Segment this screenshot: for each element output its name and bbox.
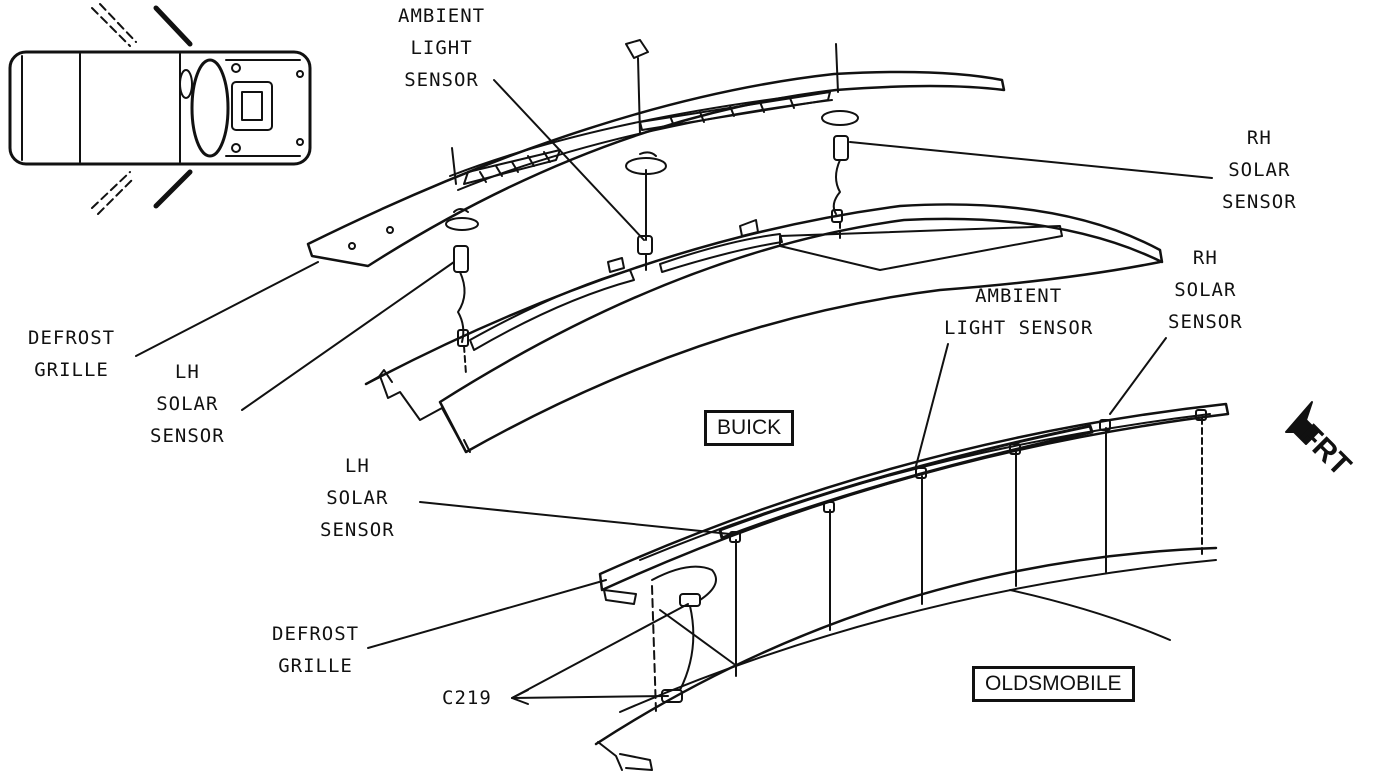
label-line: SOLAR	[326, 487, 389, 509]
label-line: DEFROST	[272, 623, 360, 645]
label-line: GRILLE	[278, 655, 353, 677]
label-line: RH	[1192, 247, 1218, 269]
buick-instrument-panel-icon	[364, 203, 1164, 454]
defrost-grille-label-bottom: DEFROST GRILLE	[272, 618, 359, 682]
lh-solar-sensor-label-top: LH SOLAR SENSOR	[150, 356, 225, 452]
defrost-grille-label-top: DEFROST GRILLE	[28, 322, 115, 386]
vehicle-locator-icon	[8, 3, 312, 215]
label-line: LIGHT	[410, 37, 473, 59]
oldsmobile-box: OLDSMOBILE	[972, 666, 1135, 702]
label-line: LH	[344, 455, 370, 477]
label-line: AMBIENT	[398, 5, 486, 27]
ambient-light-sensor-label-bottom: AMBIENT LIGHT SENSOR	[944, 280, 1093, 344]
label-line: SENSOR	[150, 425, 225, 447]
rh-solar-sensor-label-top: RH SOLAR SENSOR	[1222, 122, 1297, 218]
label-line: SENSOR	[404, 69, 479, 91]
connector-label: C219	[442, 682, 492, 714]
buick-sensor-hardware-icon	[445, 39, 859, 375]
front-arrow-icon	[1285, 401, 1319, 445]
label-line: SOLAR	[1228, 159, 1291, 181]
label-line: LH	[174, 361, 200, 383]
label-line: GRILLE	[34, 359, 109, 381]
lh-solar-sensor-label-bottom: LH SOLAR SENSOR	[320, 450, 395, 546]
label-line: C219	[442, 687, 492, 709]
leader-lines	[135, 79, 1213, 705]
rh-solar-sensor-label-bottom: RH SOLAR SENSOR	[1168, 242, 1243, 338]
label-line: LIGHT SENSOR	[944, 317, 1094, 339]
ambient-light-sensor-label-top: AMBIENT LIGHT SENSOR	[398, 0, 485, 96]
buick-defrost-grille-icon	[306, 70, 1006, 268]
label-line: SOLAR	[1174, 279, 1237, 301]
label-line: SENSOR	[1168, 311, 1243, 333]
label-line: RH	[1246, 127, 1272, 149]
label-line: SENSOR	[320, 519, 395, 541]
label-line: SOLAR	[156, 393, 219, 415]
label-line: DEFROST	[28, 327, 116, 349]
label-line: SENSOR	[1222, 191, 1297, 213]
oldsmobile-panel-icon	[594, 402, 1230, 771]
buick-box: BUICK	[704, 410, 795, 446]
label-line: AMBIENT	[975, 285, 1063, 307]
